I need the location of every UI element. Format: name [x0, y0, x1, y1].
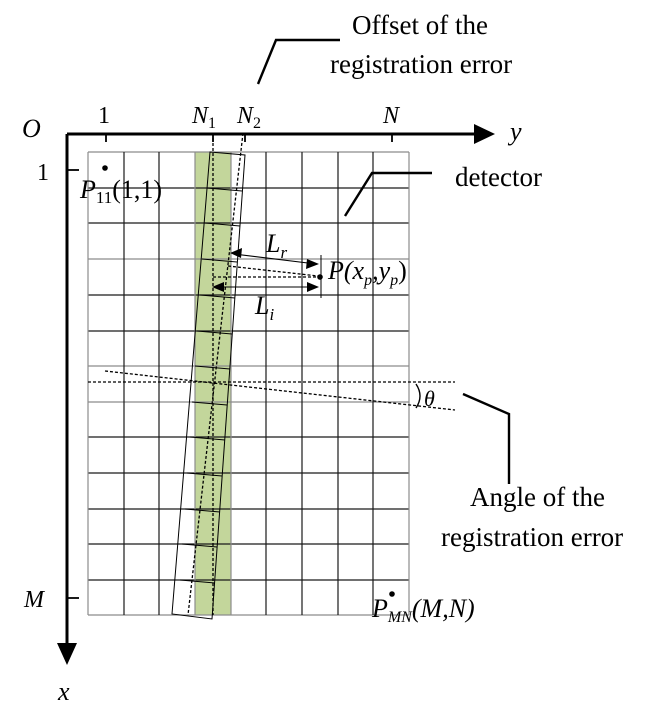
lr-arrow-left — [230, 248, 242, 258]
y-tick-n1: N1 — [191, 103, 216, 132]
angle-annotation-line1: Angle of the — [470, 482, 605, 512]
lr-dimension — [227, 253, 319, 277]
point-p11-label: P11(1,1) — [79, 175, 162, 207]
point-p-dot — [317, 274, 323, 280]
lr-arrow-right — [306, 259, 319, 269]
axes — [65, 132, 478, 645]
li-arrow-right — [307, 282, 319, 292]
origin-label: O — [22, 114, 41, 143]
x-tick-m: M — [23, 587, 46, 613]
y-axis-arrowhead — [474, 124, 495, 144]
y-tick-n2: N2 — [236, 103, 261, 132]
pixel-grid — [87, 151, 410, 616]
li-arrow-left — [212, 282, 224, 292]
point-pmn-label: PMN(M,N) — [371, 594, 475, 626]
detector-annotation: detector — [455, 162, 542, 192]
dashed-reference-lines — [88, 132, 456, 616]
offset-annotation-line2: registration error — [330, 49, 512, 79]
angle-annotation-line2: registration error — [441, 522, 623, 552]
axis-ticks — [67, 134, 393, 599]
y-axis-label: y — [507, 117, 522, 146]
annotation-leaders — [256, 38, 511, 484]
lr-label: Lr — [265, 229, 287, 262]
x-tick-1: 1 — [37, 160, 49, 186]
point-p11-dot — [102, 165, 108, 171]
x-axis-arrowhead — [57, 643, 77, 665]
y-tick-1: 1 — [98, 103, 110, 129]
li-dimension — [213, 276, 318, 288]
offset-annotation-line1: Offset of the — [352, 10, 488, 40]
angle-arc — [415, 383, 421, 409]
li-label: Li — [254, 291, 274, 324]
angle-label: θ — [424, 386, 435, 411]
y-tick-n: N — [382, 103, 401, 129]
point-pmn-dot — [389, 591, 395, 597]
x-axis-label: x — [57, 677, 70, 706]
point-p-label: P(xp,yp) — [327, 256, 407, 289]
